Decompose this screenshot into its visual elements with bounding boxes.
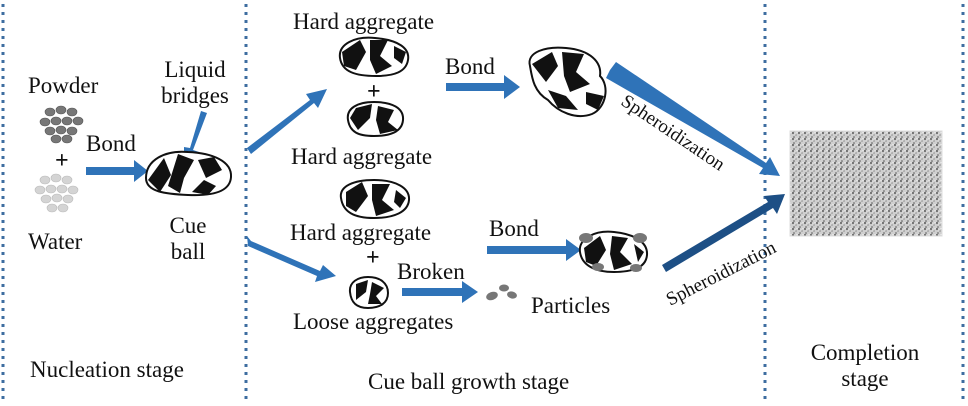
bond-label-hard: Bond bbox=[445, 54, 495, 79]
completion-stage-label: Completion stage bbox=[785, 340, 945, 392]
arrow-liquid-bridges bbox=[184, 111, 207, 164]
arrows bbox=[86, 62, 785, 303]
liquid-bridges-line2: bridges bbox=[161, 83, 229, 108]
water-cluster bbox=[34, 173, 79, 213]
completion-stage-line1: Completion bbox=[810, 340, 920, 365]
growth-stage-label: Cue ball growth stage bbox=[368, 369, 570, 394]
bonded-hard-aggregate bbox=[528, 46, 607, 118]
completion-stage-line2: stage bbox=[841, 366, 889, 391]
cue-ball bbox=[144, 150, 233, 197]
cue-ball-line2: ball bbox=[170, 239, 206, 264]
particles-label: Particles bbox=[531, 293, 611, 318]
powder-cluster bbox=[39, 105, 84, 144]
plus-sign-lower: + bbox=[366, 245, 380, 271]
liquid-bridges-label: Liquid bridges bbox=[150, 57, 240, 109]
arrow-bond-nucleation bbox=[86, 160, 148, 182]
bond-label-lower: Bond bbox=[489, 216, 539, 241]
arrow-bond-lower bbox=[487, 239, 581, 261]
arrow-bond-hard bbox=[446, 75, 520, 99]
liquid-bridges-line1: Liquid bbox=[164, 57, 226, 82]
loose-aggregate-icon bbox=[348, 275, 390, 310]
hard-aggregate-label-top: Hard aggregate bbox=[293, 9, 435, 34]
bond-label-nucleation: Bond bbox=[86, 131, 136, 156]
hard-aggregate-label-middle: Hard aggregate bbox=[291, 144, 433, 169]
particle-bonded-aggregate bbox=[578, 230, 649, 274]
arrow-spheroidization-upper bbox=[606, 62, 780, 176]
hard-aggregate-icon-2 bbox=[346, 100, 405, 138]
broken-label: Broken bbox=[397, 259, 465, 284]
broken-particles bbox=[486, 284, 517, 301]
plus-sign-hard-aggregates: + bbox=[367, 79, 381, 105]
arrow-to-hard-aggregates bbox=[247, 89, 327, 154]
cue-ball-label: Cue ball bbox=[158, 213, 218, 265]
water-label: Water bbox=[28, 229, 83, 254]
cue-ball-line1: Cue bbox=[169, 213, 207, 238]
loose-aggregates-label: Loose aggregates bbox=[293, 309, 454, 334]
hard-aggregate-icon-3 bbox=[339, 178, 411, 220]
nucleation-stage-label: Nucleation stage bbox=[30, 357, 184, 382]
powder-label: Powder bbox=[28, 73, 99, 98]
hard-aggregate-label-lower: Hard aggregate bbox=[290, 220, 432, 245]
arrow-to-loose-aggregates bbox=[247, 236, 336, 282]
completed-granule-image bbox=[789, 130, 943, 237]
arrow-spheroidization-lower bbox=[662, 194, 785, 272]
plus-sign-powder-water: + bbox=[55, 148, 69, 174]
arrow-broken bbox=[402, 281, 478, 303]
hard-aggregate-icon-1 bbox=[338, 36, 410, 78]
